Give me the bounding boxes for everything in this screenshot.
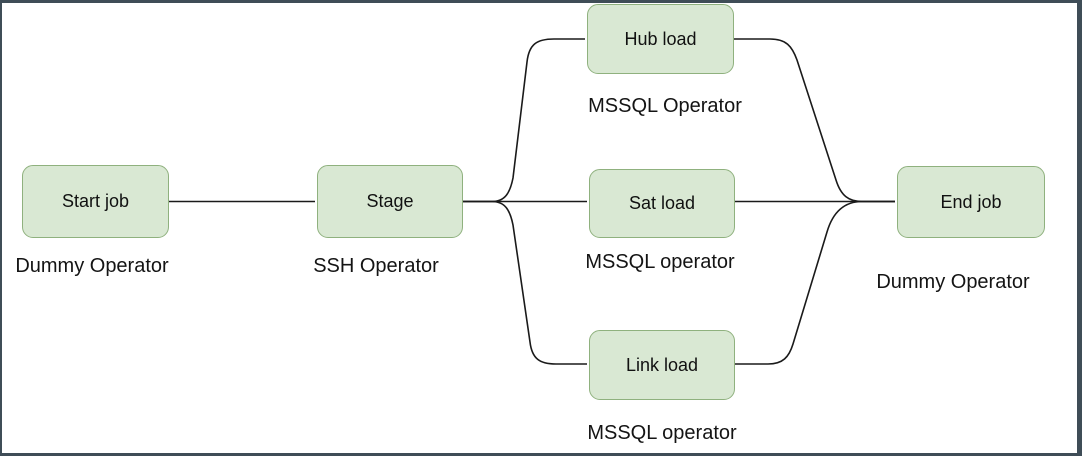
node-link-load-label: Link load [625,354,699,375]
operator-caption-sat-load: MSSQL operator [585,251,735,273]
node-start-job[interactable]: Start job [22,165,169,238]
operator-caption-start-job: Dummy Operator [15,255,169,277]
edge-link-load-to-end-job [733,200,895,365]
operator-caption-end-job: Dummy Operator [876,271,1030,293]
node-sat-load[interactable]: Sat load [589,169,735,238]
operator-caption-hub-load: MSSQL Operator [588,95,742,117]
operator-caption-link-load: MSSQL operator [587,422,737,444]
edge-hub-load-to-end-job [732,38,895,203]
node-start-job-label: Start job [61,191,130,211]
operator-caption-stage: SSH Operator [313,255,439,277]
node-hub-load[interactable]: Hub load [587,4,734,74]
node-end-job[interactable]: End job [897,166,1045,238]
edge-stage-to-hub-load [461,38,585,203]
node-hub-load-label: Hub load [624,28,697,49]
node-link-load[interactable]: Link load [589,330,735,400]
edge-stage-to-link-load [461,200,587,365]
node-stage[interactable]: Stage [317,165,463,238]
node-stage-label: Stage [366,191,414,211]
node-end-job-label: End job [940,191,1002,212]
node-sat-load-label: Sat load [628,193,696,213]
